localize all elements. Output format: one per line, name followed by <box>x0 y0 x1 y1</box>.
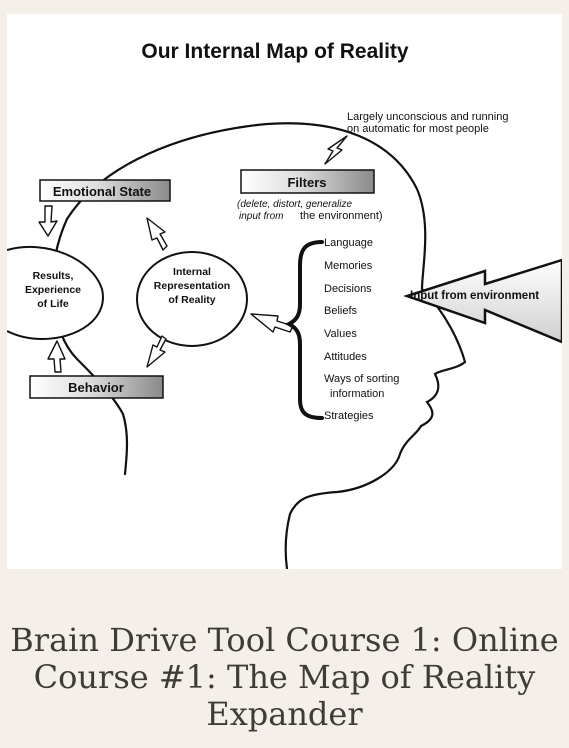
note-arrow <box>324 135 348 165</box>
map-of-reality-diagram: Our Internal Map of Reality Results, Exp… <box>7 14 562 569</box>
filters-subtitle-line-2-italic: input from <box>239 211 283 222</box>
caption-line-2: Course #1: The Map of Reality <box>33 658 536 696</box>
internal-to-behavior-arrow <box>146 335 167 368</box>
filter-items-brace <box>284 240 324 420</box>
emotional-state-label: Emotional State <box>53 184 151 199</box>
filter-item-beliefs: Beliefs <box>324 305 358 317</box>
filters-subtitle-line-1: (delete, distort, generalize <box>237 199 353 210</box>
filter-item-memories: Memories <box>324 260 373 272</box>
results-line-2: Experience <box>25 284 81 296</box>
results-line-1: Results, <box>33 270 74 282</box>
results-ellipse <box>7 245 104 341</box>
internal-representation-ellipse <box>136 251 248 347</box>
filter-item-information: information <box>330 388 384 400</box>
emotional-state-box <box>39 179 171 202</box>
caption-line-1: Brain Drive Tool Course 1: Online <box>10 621 559 659</box>
filter-item-values: Values <box>324 328 357 340</box>
internal-line-2: Representation <box>154 280 230 292</box>
internal-line-1: Internal <box>173 266 211 278</box>
filter-item-ways-of-sorting: Ways of sorting <box>324 373 399 385</box>
note-line-1: Largely unconscious and running <box>347 111 508 123</box>
diagram-svg: Our Internal Map of Reality Results, Exp… <box>7 40 562 569</box>
caption-line-3: Expander <box>206 695 363 733</box>
filters-subtitle-line-2-plain: the environment) <box>300 210 383 222</box>
behavior-box <box>29 375 164 399</box>
behavior-to-results-arrow <box>47 340 66 373</box>
internal-line-3: of Reality <box>168 294 215 306</box>
filters-to-internal-arrow <box>250 313 294 333</box>
results-line-3: of Life <box>37 298 69 310</box>
input-from-environment-arrow <box>403 258 562 344</box>
filter-item-strategies: Strategies <box>324 410 374 422</box>
filters-box <box>240 169 375 194</box>
input-from-environment-label: Input from environment <box>410 290 539 302</box>
page-caption: Brain Drive Tool Course 1: Online Course… <box>0 622 569 733</box>
internal-to-emotional-arrow <box>146 217 168 251</box>
filter-item-decisions: Decisions <box>324 283 372 295</box>
emotional-to-results-arrow <box>38 205 58 237</box>
filter-item-language: Language <box>324 237 373 249</box>
diagram-title: Our Internal Map of Reality <box>141 40 409 63</box>
filter-item-attitudes: Attitudes <box>324 351 367 363</box>
note-line-2: on automatic for most people <box>347 123 489 135</box>
behavior-label: Behavior <box>68 380 124 395</box>
filters-label: Filters <box>287 175 326 190</box>
